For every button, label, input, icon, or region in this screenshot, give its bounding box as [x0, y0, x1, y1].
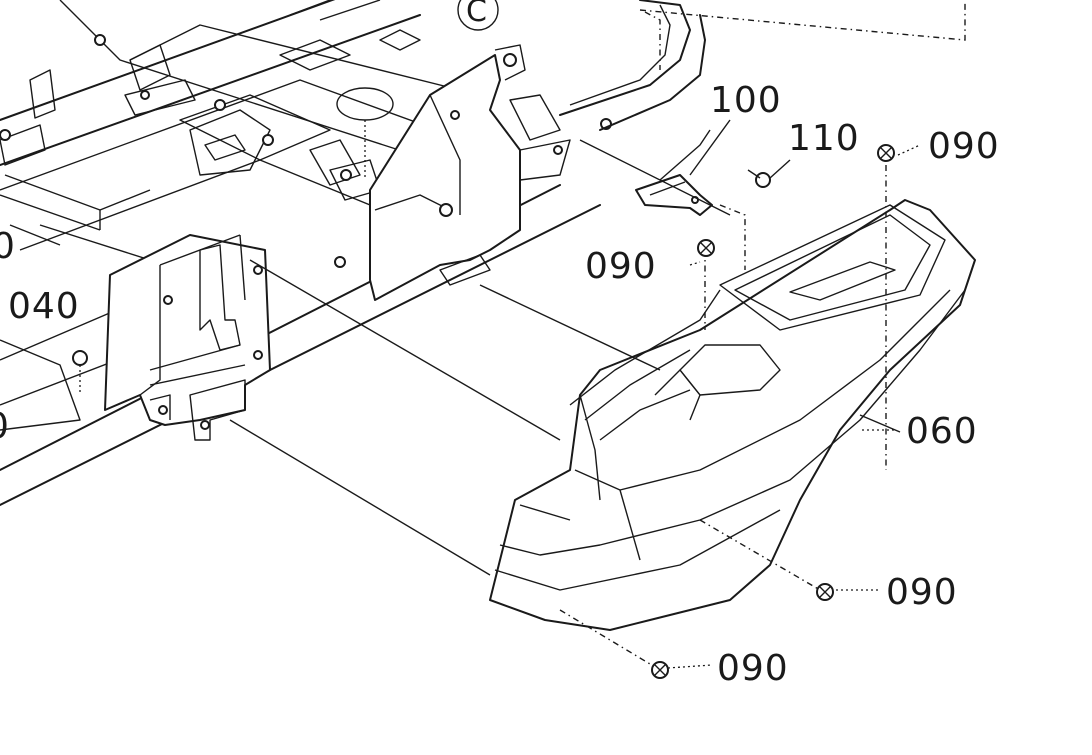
chassis-frame [0, 0, 601, 506]
bolt-090-bottom [651, 661, 669, 679]
section-mark-c: C [457, 0, 499, 31]
bolt-040 [72, 350, 88, 395]
bracket-100 [635, 129, 713, 216]
seat-bracket-panel [369, 44, 612, 301]
callout-090-lower-right: 090 [886, 572, 958, 613]
leader-100 [689, 119, 731, 176]
bolt-110 [747, 159, 791, 188]
bolt-090-lower-right [816, 583, 834, 601]
callout-090-mid: 090 [585, 246, 657, 287]
callout-060: 060 [906, 411, 978, 452]
callout-090-top-right: 090 [928, 126, 1000, 167]
rear-fender-outline [559, 0, 966, 131]
leader-060 [859, 414, 901, 433]
callout-090-bottom: 090 [717, 648, 789, 689]
callout-left-cut-2: 0 [0, 406, 10, 447]
rear-bracket-assembly [104, 234, 271, 441]
callout-110: 110 [788, 118, 860, 159]
callout-040: 040 [8, 286, 80, 327]
callout-left-cut: 0 [0, 226, 16, 267]
left-lower-bracket [0, 339, 81, 431]
bolt-090-top-right [877, 144, 895, 162]
rear-cover-060 [489, 199, 976, 631]
callout-100: 100 [710, 80, 782, 121]
bolt-090-mid [697, 239, 715, 257]
assembly-guide-lines [229, 139, 921, 671]
section-mark-label: C [466, 0, 487, 29]
